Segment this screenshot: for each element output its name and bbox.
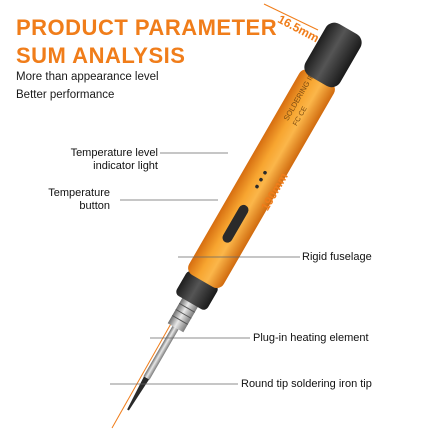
callout-rigid-fuselage: Rigid fuselage (302, 251, 372, 263)
tip-connector (167, 297, 199, 333)
temperature-led-2 (259, 177, 263, 182)
temperature-button[interactable] (221, 203, 251, 244)
callout-temp-indicator: Temperature level indicator light (30, 147, 158, 173)
soldering-tip (127, 375, 150, 411)
callout-temp-button-line-2: button (79, 200, 110, 212)
page-title-line-2: SUM ANALYSIS (16, 43, 186, 68)
heating-element (143, 325, 179, 380)
temperature-led-3 (263, 170, 267, 175)
subtitle-line-2: Better performance (16, 89, 115, 101)
callout-temp-button-line-1: Temperature (48, 187, 110, 199)
subtitle-line-1: More than appearance level (16, 71, 159, 83)
back-cap (304, 22, 362, 88)
callout-temp-indicator-line-1: Temperature level (70, 147, 158, 159)
diameter-guide-line (263, 3, 319, 31)
temperature-led-1 (255, 184, 259, 189)
callout-heating-element: Plug-in heating element (253, 332, 369, 344)
callout-tip: Round tip soldering iron tip (241, 378, 372, 390)
callout-temp-indicator-line-2: indicator light (93, 160, 158, 172)
page-title-line-1: PRODUCT PARAMETER (16, 15, 278, 40)
callout-temp-button: Temperature button (10, 187, 110, 213)
